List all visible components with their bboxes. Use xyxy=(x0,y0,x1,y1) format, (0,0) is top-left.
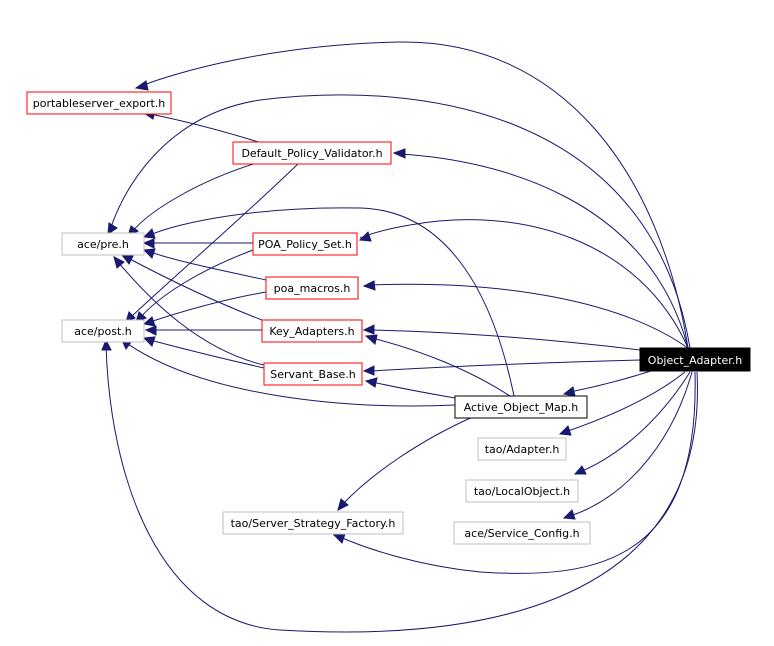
node-ace-pre[interactable]: ace/pre.h xyxy=(61,232,145,256)
edge-poa-macros-to-ace-post xyxy=(142,291,267,327)
node-default-policy-validator-label: Default_Policy_Validator.h xyxy=(241,147,382,160)
node-tao-server-strategy-factory[interactable]: tao/Server_Strategy_Factory.h xyxy=(222,511,404,535)
node-servant-base-label: Servant_Base.h xyxy=(270,368,356,381)
node-poa-policy-set-label: POA_Policy_Set.h xyxy=(258,238,352,251)
edge-object-adapter-to-tao-localobject xyxy=(573,371,691,475)
node-default-policy-validator[interactable]: Default_Policy_Validator.h xyxy=(232,141,392,165)
edge-object-adapter-to-ace-service-config xyxy=(562,371,693,520)
edge-active-object-map-to-key-adapters xyxy=(364,334,511,397)
edge-object-adapter-to-ace-post xyxy=(101,338,698,633)
node-tao-localobject[interactable]: tao/LocalObject.h xyxy=(465,479,579,503)
edge-object-adapter-to-portableserver-export xyxy=(134,41,689,349)
node-poa-policy-set[interactable]: POA_Policy_Set.h xyxy=(252,232,358,256)
node-tao-server-strategy-factory-label: tao/Server_Strategy_Factory.h xyxy=(231,517,396,530)
edge-active-object-map-to-servant-base xyxy=(364,377,456,399)
edge-servant-base-to-ace-pre xyxy=(113,256,265,366)
node-servant-base[interactable]: Servant_Base.h xyxy=(263,362,363,386)
node-ace-post-label: ace/post.h xyxy=(74,325,132,338)
edge-object-adapter-to-poa-policy-set xyxy=(358,219,689,349)
node-ace-pre-label: ace/pre.h xyxy=(77,238,129,251)
edge-object-adapter-to-active-object-map xyxy=(562,367,661,397)
edge-key-adapters-to-ace-pre xyxy=(120,254,263,321)
edge-object-adapter-to-key-adapters xyxy=(362,324,641,351)
node-active-object-map[interactable]: Active_Object_Map.h xyxy=(454,395,588,419)
node-ace-service-config[interactable]: ace/Service_Config.h xyxy=(453,521,591,545)
edge-poa-policy-set-to-ace-post xyxy=(135,249,254,323)
node-active-object-map-label: Active_Object_Map.h xyxy=(464,401,579,414)
node-ace-post[interactable]: ace/post.h xyxy=(61,319,145,343)
edge-servant-base-to-ace-post xyxy=(142,336,265,369)
edge-object-adapter-to-tao-adapter xyxy=(558,371,686,436)
node-object-adapter[interactable]: Object_Adapter.h xyxy=(639,347,751,372)
node-poa-macros[interactable]: poa_macros.h xyxy=(265,276,359,300)
edge-object-adapter-to-servant-base xyxy=(362,359,641,376)
nodes: Object_Adapter.h portableserver_export.h… xyxy=(26,91,751,545)
edge-default-policy-validator-to-ace-pre xyxy=(127,161,261,237)
node-poa-macros-label: poa_macros.h xyxy=(274,282,351,295)
node-key-adapters-label: Key_Adapters.h xyxy=(269,325,354,338)
node-key-adapters[interactable]: Key_Adapters.h xyxy=(261,319,363,343)
edge-poa-policy-set-to-ace-pre xyxy=(142,238,253,249)
node-portableserver-export[interactable]: portableserver_export.h xyxy=(26,91,172,115)
edge-active-object-map-to-server-strategy-factory xyxy=(337,415,476,511)
node-object-adapter-label: Object_Adapter.h xyxy=(648,354,742,367)
edge-key-adapters-to-ace-post xyxy=(144,325,262,336)
edge-poa-macros-to-ace-pre xyxy=(142,248,267,281)
node-portableserver-export-label: portableserver_export.h xyxy=(33,97,166,110)
edge-object-adapter-to-ace-pre xyxy=(107,94,691,349)
edge-active-object-map-to-ace-pre xyxy=(142,207,515,397)
node-tao-localobject-label: tao/LocalObject.h xyxy=(474,485,570,498)
edges xyxy=(101,41,698,633)
node-ace-service-config-label: ace/Service_Config.h xyxy=(464,527,579,540)
node-tao-adapter[interactable]: tao/Adapter.h xyxy=(477,437,567,461)
node-tao-adapter-label: tao/Adapter.h xyxy=(485,443,560,456)
edge-default-policy-validator-to-portableserver-export xyxy=(142,109,266,145)
edge-object-adapter-to-poa-macros xyxy=(362,280,689,349)
edge-object-adapter-to-default-policy-validator xyxy=(392,148,689,349)
